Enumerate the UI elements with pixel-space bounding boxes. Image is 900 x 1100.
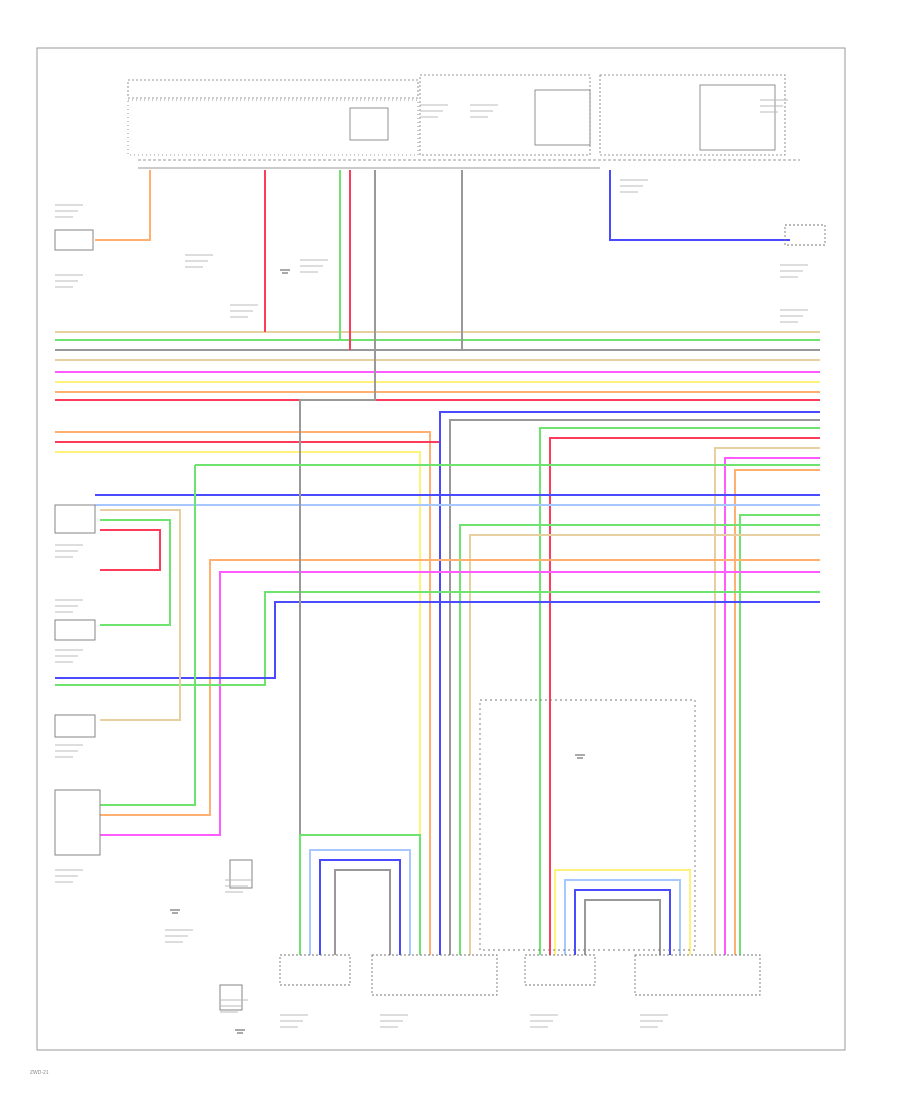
wire-conn-green — [299, 834, 421, 955]
wire-pink-1 — [724, 457, 820, 955]
wire-orange-2 — [100, 559, 820, 816]
wire-harness — [55, 170, 820, 955]
control-box-bottom — [54, 714, 96, 738]
wire-left-red — [55, 441, 441, 955]
wire-tan-2 — [469, 534, 820, 955]
relay-bottom — [219, 984, 243, 1011]
diagram-border — [36, 47, 846, 1051]
wire-top-gray — [299, 170, 376, 955]
components — [54, 80, 826, 1011]
wire-conn-lightblue — [309, 849, 411, 955]
wire-orange-1 — [734, 469, 820, 955]
wire-blue-3 — [55, 601, 820, 679]
wire-red-loop — [100, 529, 161, 571]
label-marks — [55, 99, 808, 1028]
wire-conn-lightblue-2 — [564, 879, 681, 955]
wire-green-6 — [100, 465, 196, 806]
right-indicator-box — [784, 224, 826, 246]
switch-box-lower — [54, 619, 96, 641]
wire-left-orange — [55, 431, 431, 955]
left-front-sensor-box — [54, 229, 94, 251]
wire-pink-2 — [100, 571, 820, 836]
right-edge-label-block — [760, 80, 805, 155]
wire-conn-yellow — [554, 869, 691, 955]
power-control-unit — [54, 789, 101, 856]
left-front-door-module — [634, 954, 761, 996]
wire-left-yellow — [55, 451, 421, 955]
wire-red-1 — [549, 437, 820, 955]
dashed-door-region — [479, 699, 696, 951]
wire-green-2 — [739, 514, 820, 955]
right-front-door-module — [371, 954, 498, 996]
switch-box-mid — [54, 504, 96, 534]
wire-green-loop — [100, 519, 171, 626]
left-front-connector — [524, 954, 596, 986]
right-front-connector-left — [279, 954, 351, 986]
wire-conn-gray-2 — [584, 899, 661, 955]
wire-green-1 — [539, 427, 820, 955]
wire-conn-blue — [319, 859, 401, 955]
ground-symbols — [170, 269, 585, 1034]
figure-code: ZWD-21 — [30, 1070, 49, 1076]
relay-right — [229, 859, 253, 889]
wire-green-3 — [459, 524, 820, 955]
wire-tan-loop — [100, 509, 181, 721]
wire-blue-1 — [439, 411, 820, 955]
wire-top-blue — [609, 170, 790, 241]
wire-top-orange — [95, 170, 151, 241]
wire-gray-1 — [449, 419, 820, 955]
fuse-relay-box — [127, 74, 800, 169]
wire-conn-gray — [334, 869, 391, 955]
wire-tan-1 — [714, 447, 820, 955]
wire-conn-blue-2 — [574, 889, 671, 955]
wire-green-4 — [55, 591, 820, 686]
